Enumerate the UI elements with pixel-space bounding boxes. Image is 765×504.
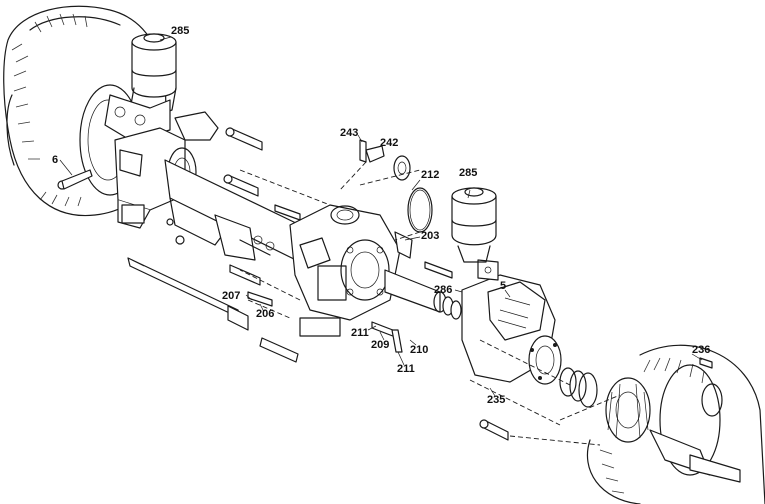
right-wheel [586,344,765,504]
fasteners [57,127,713,441]
callout-211-b: 211 [397,363,415,375]
right-bearings [559,367,598,408]
callout-206: 206 [256,308,275,320]
leader-lines [59,36,703,397]
callout-6: 6 [52,154,59,166]
callout-212: 212 [421,169,440,181]
sensor-assembly [359,139,433,233]
right-knuckle [461,259,562,385]
differential-housing [289,204,413,337]
right-brake-chamber [451,187,497,263]
right-shaft [384,269,462,320]
assembly-lines [239,161,621,446]
callout-211-a: 211 [351,327,369,339]
callout-243: 243 [340,127,359,139]
callout-203: 203 [421,230,440,242]
callout-242: 242 [380,137,399,149]
callout-285-left: 285 [171,25,190,37]
callout-209: 209 [371,339,390,351]
callout-236: 236 [692,344,711,356]
callout-5: 5 [500,280,507,292]
callout-285-right: 285 [459,167,478,179]
callout-235: 235 [487,394,506,406]
left-brake-chamber [104,33,177,141]
callout-286: 286 [434,284,453,296]
axle-housing [164,159,301,263]
left-knuckle [114,111,219,229]
callout-210: 210 [410,344,429,356]
callout-207: 207 [222,290,241,302]
half-shaft [127,257,299,363]
